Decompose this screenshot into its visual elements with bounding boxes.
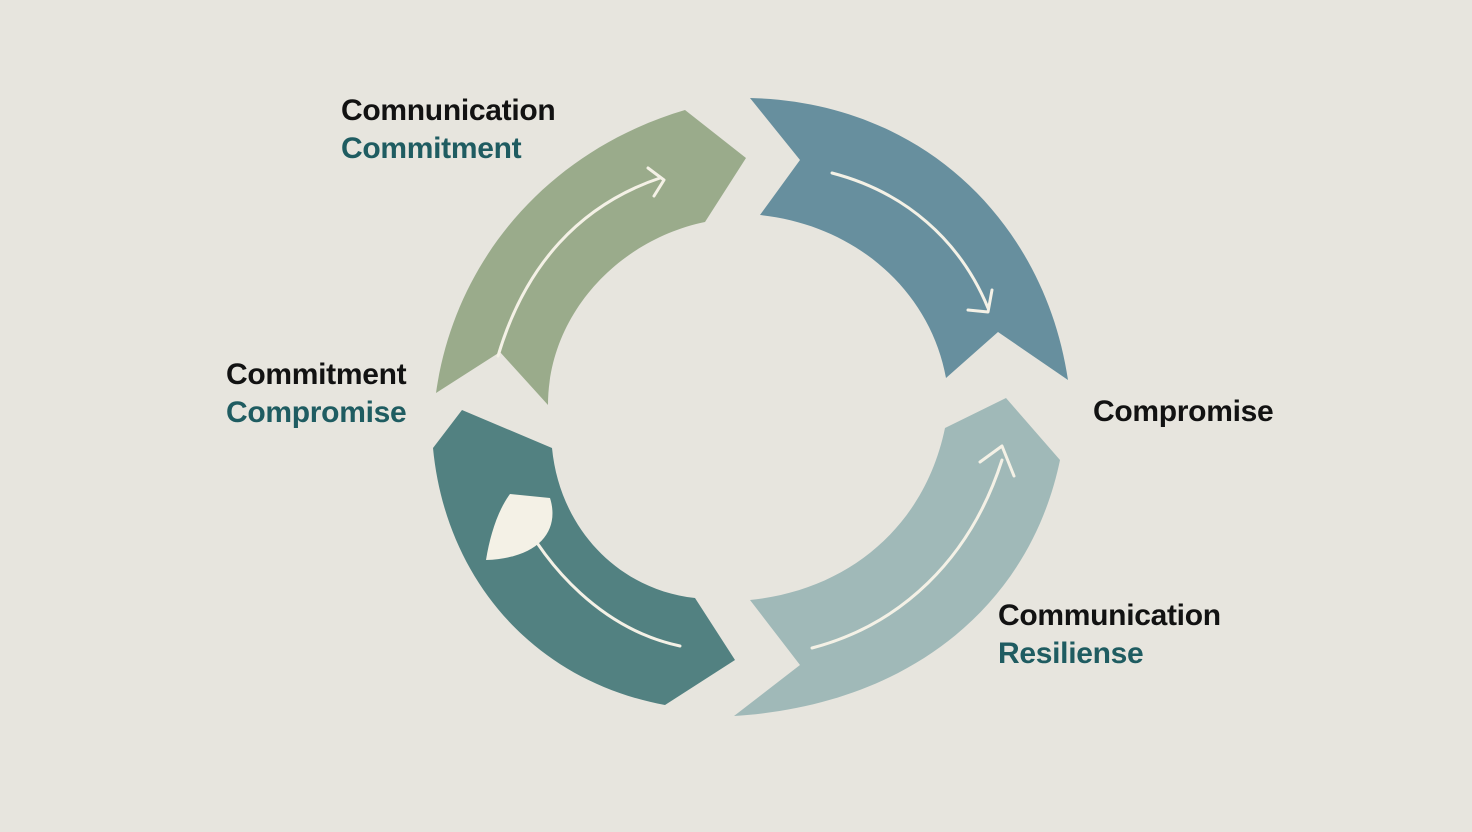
arrowhead-top-left xyxy=(646,166,666,198)
segment-bottom-left xyxy=(433,410,735,705)
arrow-top-left xyxy=(496,176,662,358)
label-bottom-right-secondary: Resiliense xyxy=(998,637,1144,670)
arrowhead-bottom-right xyxy=(978,444,1016,478)
label-left-secondary: Compromise xyxy=(226,396,407,429)
arrowhead-top-right xyxy=(966,288,994,314)
segment-bottom-right xyxy=(734,398,1060,716)
label-top-left-secondary: Commitment xyxy=(341,132,522,165)
label-bottom-right-primary: Communication xyxy=(998,599,1221,632)
label-right: Compromise xyxy=(1093,393,1274,431)
label-left: Commitment Compromise xyxy=(226,356,407,432)
label-top-left-primary: Comnunication xyxy=(341,94,556,127)
label-bottom-right: Communication Resiliense xyxy=(998,597,1221,673)
leaf-icon xyxy=(486,494,553,560)
segment-top-left xyxy=(436,110,746,405)
label-top-left: Comnunication Commitment xyxy=(341,92,556,168)
label-left-primary: Commitment xyxy=(226,358,407,391)
segment-top-right xyxy=(750,98,1068,380)
arrow-top-right xyxy=(830,171,990,310)
label-right-primary: Compromise xyxy=(1093,395,1274,428)
arrow-bottom-right xyxy=(810,458,1004,650)
